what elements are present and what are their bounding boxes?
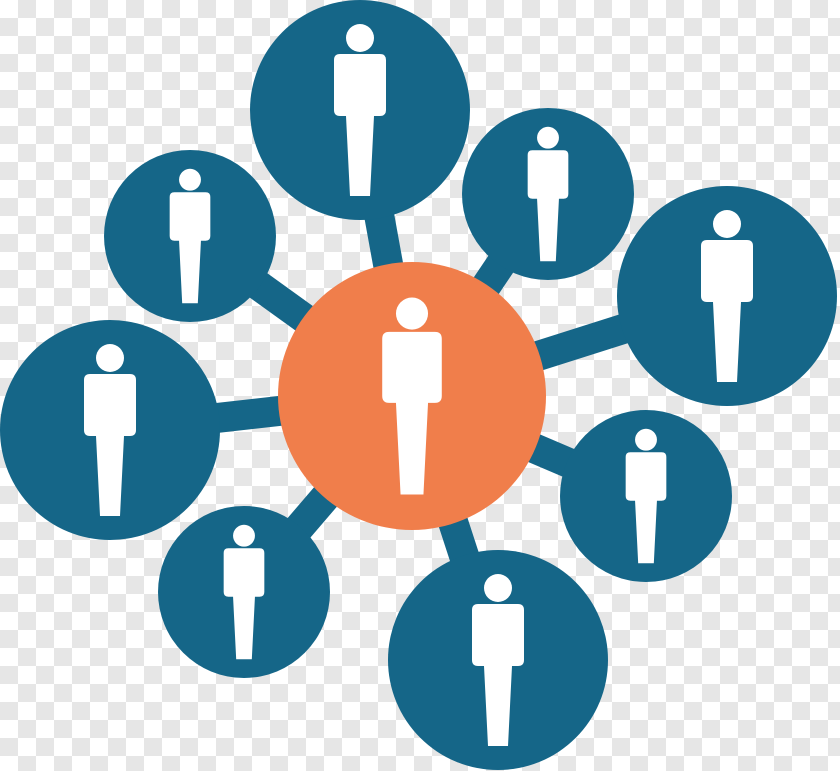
person-head bbox=[713, 210, 741, 238]
node-person-top-right bbox=[462, 108, 634, 280]
person-body bbox=[382, 331, 442, 495]
person-icon bbox=[84, 344, 136, 516]
node-person-bottom bbox=[388, 550, 608, 770]
person-head bbox=[233, 524, 255, 547]
person-icon bbox=[334, 24, 386, 196]
person-icon bbox=[527, 126, 569, 262]
person-body bbox=[701, 240, 753, 382]
person-body bbox=[625, 452, 667, 564]
person-icon bbox=[169, 168, 211, 304]
person-body bbox=[223, 548, 265, 660]
person-body bbox=[527, 150, 569, 262]
person-icon bbox=[701, 210, 753, 382]
person-head bbox=[96, 344, 124, 372]
node-person-left bbox=[0, 320, 220, 540]
person-icon bbox=[223, 524, 265, 660]
node-person-top-left bbox=[104, 150, 276, 322]
person-body bbox=[84, 374, 136, 516]
person-head bbox=[346, 24, 374, 52]
person-head bbox=[484, 574, 512, 602]
person-head bbox=[395, 297, 429, 330]
person-head bbox=[179, 168, 201, 191]
person-body bbox=[334, 54, 386, 196]
person-head bbox=[635, 428, 657, 451]
node-person-top bbox=[250, 0, 470, 220]
person-head bbox=[537, 126, 559, 149]
person-icon bbox=[625, 428, 667, 564]
node-person-right bbox=[617, 186, 837, 406]
person-body bbox=[472, 604, 524, 746]
person-body bbox=[169, 192, 211, 304]
person-icon bbox=[382, 297, 442, 495]
hub-center-person bbox=[278, 262, 546, 530]
person-icon bbox=[472, 574, 524, 746]
node-person-bottom-right bbox=[560, 410, 732, 582]
node-person-bottom-left bbox=[158, 506, 330, 678]
